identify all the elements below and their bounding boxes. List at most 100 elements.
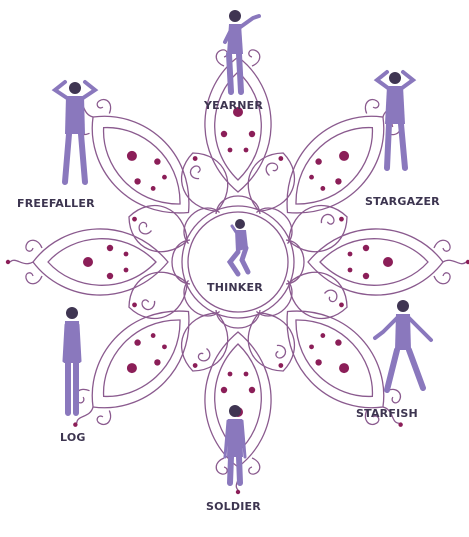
middle-lobe — [180, 152, 229, 212]
label-starfish: STARFISH — [356, 407, 418, 420]
outer-petal-inner-line — [102, 319, 181, 398]
petal-curl — [364, 98, 380, 114]
middle-lobe — [288, 204, 348, 253]
accent-dot — [320, 333, 326, 338]
lobe-swirl — [141, 299, 156, 311]
accent-dot — [309, 174, 314, 180]
accent-dot — [362, 244, 370, 252]
accent-dot — [309, 344, 314, 350]
accent-dot — [347, 267, 353, 273]
accent-dot — [235, 489, 241, 495]
lobe-swirl — [324, 289, 338, 303]
accent-dot — [278, 363, 284, 368]
stargazer-figure — [373, 70, 417, 171]
inner-scallop — [255, 279, 293, 317]
lobe-swirl — [320, 213, 335, 225]
accent-dot — [362, 272, 370, 280]
accent-dot — [339, 150, 350, 161]
accent-dot — [335, 339, 342, 346]
accent-dot — [248, 386, 256, 394]
lobe-swirl — [138, 221, 152, 235]
accent-dot — [132, 216, 137, 222]
accent-dot — [315, 158, 322, 165]
yearner-figure — [223, 10, 261, 95]
inner-ring — [181, 205, 295, 319]
middle-lobe — [180, 312, 229, 372]
inner-ring-2 — [187, 211, 289, 313]
freefaller-figure — [51, 80, 99, 185]
petal-curl — [25, 239, 43, 252]
accent-dot — [465, 259, 469, 265]
inner-scallop — [171, 239, 191, 285]
accent-dot — [134, 178, 141, 185]
accent-dot — [192, 363, 198, 368]
middle-lobe — [128, 204, 188, 253]
petal-tip-flourish — [9, 259, 34, 265]
petal-tip-flourish — [382, 406, 400, 424]
label-yearner: YEARNER — [204, 99, 264, 112]
starfish-figure — [373, 300, 433, 393]
lobe-swirl — [265, 162, 279, 176]
accent-dot — [383, 257, 393, 267]
label-log: LOG — [60, 431, 86, 444]
accent-dot — [83, 257, 93, 267]
accent-dot — [243, 371, 249, 377]
outer-petal-inner-line — [295, 319, 374, 398]
accent-dot — [150, 333, 156, 338]
accent-dot — [220, 386, 228, 394]
petal-tip-flourish — [442, 259, 467, 265]
petal-curl — [364, 410, 380, 426]
inner-scallop — [255, 207, 293, 245]
accent-dot — [150, 186, 156, 191]
inner-scallop — [285, 239, 305, 285]
accent-dot — [126, 363, 137, 374]
inner-scallop — [215, 309, 261, 329]
accent-dot — [335, 178, 342, 185]
petal-curl — [248, 457, 261, 475]
accent-dot — [248, 130, 256, 138]
accent-dot — [132, 302, 137, 308]
accent-dot — [339, 363, 350, 374]
accent-dot — [243, 147, 249, 153]
accent-dot — [162, 174, 167, 180]
accent-dot — [123, 267, 129, 273]
petal-curl — [215, 457, 228, 475]
middle-lobe — [247, 152, 296, 212]
accent-dot — [339, 302, 344, 308]
petal-curl — [386, 388, 402, 404]
log-figure — [62, 307, 82, 416]
accent-dot — [162, 344, 167, 350]
middle-lobe — [247, 312, 296, 372]
outer-petal-inner-line — [102, 126, 181, 205]
accent-dot — [339, 216, 344, 222]
accent-dot — [227, 147, 233, 153]
petal-curl — [25, 272, 43, 285]
sleeper-figures — [51, 10, 433, 486]
accent-dot — [398, 422, 403, 427]
petal-curl — [433, 239, 451, 252]
accent-dot — [315, 359, 322, 366]
accent-dot — [320, 186, 326, 191]
label-freefaller: FREEFALLER — [17, 197, 95, 210]
inner-scallop — [183, 279, 221, 317]
lobe-swirl — [275, 344, 287, 359]
middle-lobe — [128, 271, 188, 320]
accent-dot — [227, 371, 233, 377]
petal-tip-flourish — [76, 406, 94, 424]
label-thinker: THINKER — [207, 281, 263, 294]
accent-dot — [106, 244, 114, 252]
petal-curl — [96, 410, 112, 426]
accent-dot — [278, 156, 284, 161]
outer-petal — [286, 310, 385, 409]
petal-curl — [433, 272, 451, 285]
accent-dot — [347, 251, 353, 257]
petal-curl — [215, 49, 228, 67]
inner-scallop — [215, 195, 261, 215]
accent-dot — [5, 259, 11, 265]
outer-petal — [91, 115, 190, 214]
outer-petal-inner-line — [295, 126, 374, 205]
middle-lobe — [288, 271, 348, 320]
accent-dot — [192, 156, 198, 161]
accent-dot — [220, 130, 228, 138]
